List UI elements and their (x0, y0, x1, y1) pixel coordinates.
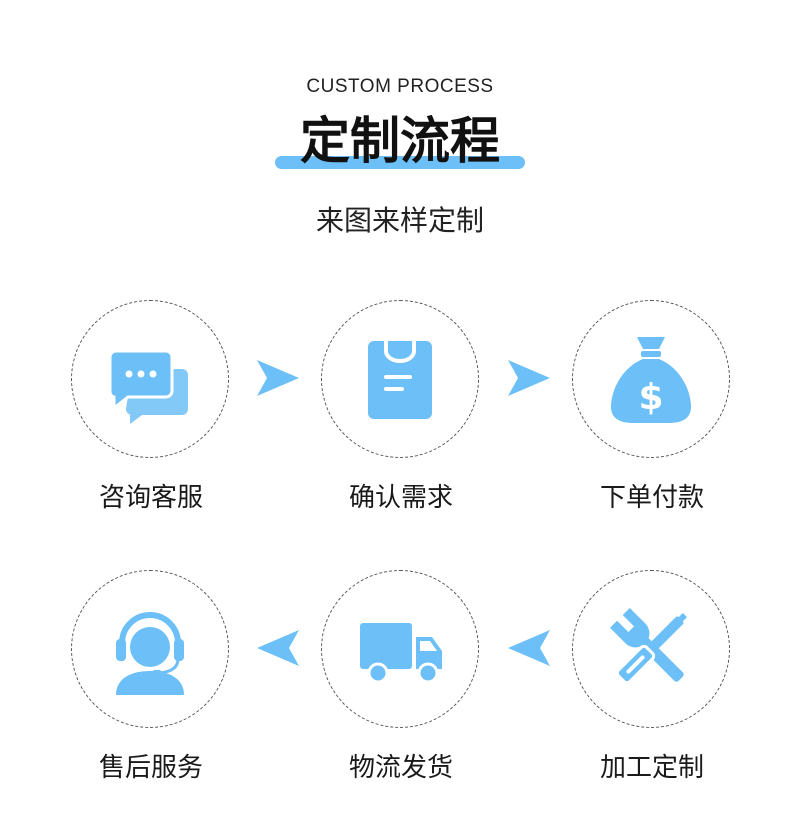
step-label: 确认需求 (348, 483, 453, 513)
arrow-left-icon (508, 630, 550, 666)
step-label: 加工定制 (599, 753, 704, 783)
arrow-right-icon (257, 360, 299, 396)
dashed-circle (71, 570, 229, 728)
dashed-circle (321, 300, 479, 458)
dashed-circle (71, 300, 229, 458)
tagline: 来图来样定制 (315, 204, 484, 237)
customer-service-icon (116, 612, 184, 695)
step-label: 咨询客服 (98, 483, 203, 513)
title-block: 定制流程 (0, 108, 800, 178)
chat-bubbles-icon (108, 349, 188, 424)
english-subtitle: CUSTOM PROCESS (306, 76, 494, 97)
dashed-circle (572, 570, 730, 728)
step-label: 下单付款 (599, 483, 704, 513)
document-icon (368, 341, 432, 419)
arrow-right-icon (508, 360, 550, 396)
dashed-circle (321, 570, 479, 728)
tools-icon (609, 607, 688, 685)
money-bag-icon: $ (611, 337, 691, 423)
arrow-left-icon (257, 630, 299, 666)
title-underline-bar (275, 156, 525, 169)
step-label: 物流发货 (348, 753, 453, 783)
truck-icon (360, 623, 442, 684)
dashed-circle (572, 300, 730, 458)
step-label: 售后服务 (98, 753, 203, 783)
svg-text:$: $ (638, 377, 663, 418)
page-title: 定制流程 (300, 112, 500, 170)
